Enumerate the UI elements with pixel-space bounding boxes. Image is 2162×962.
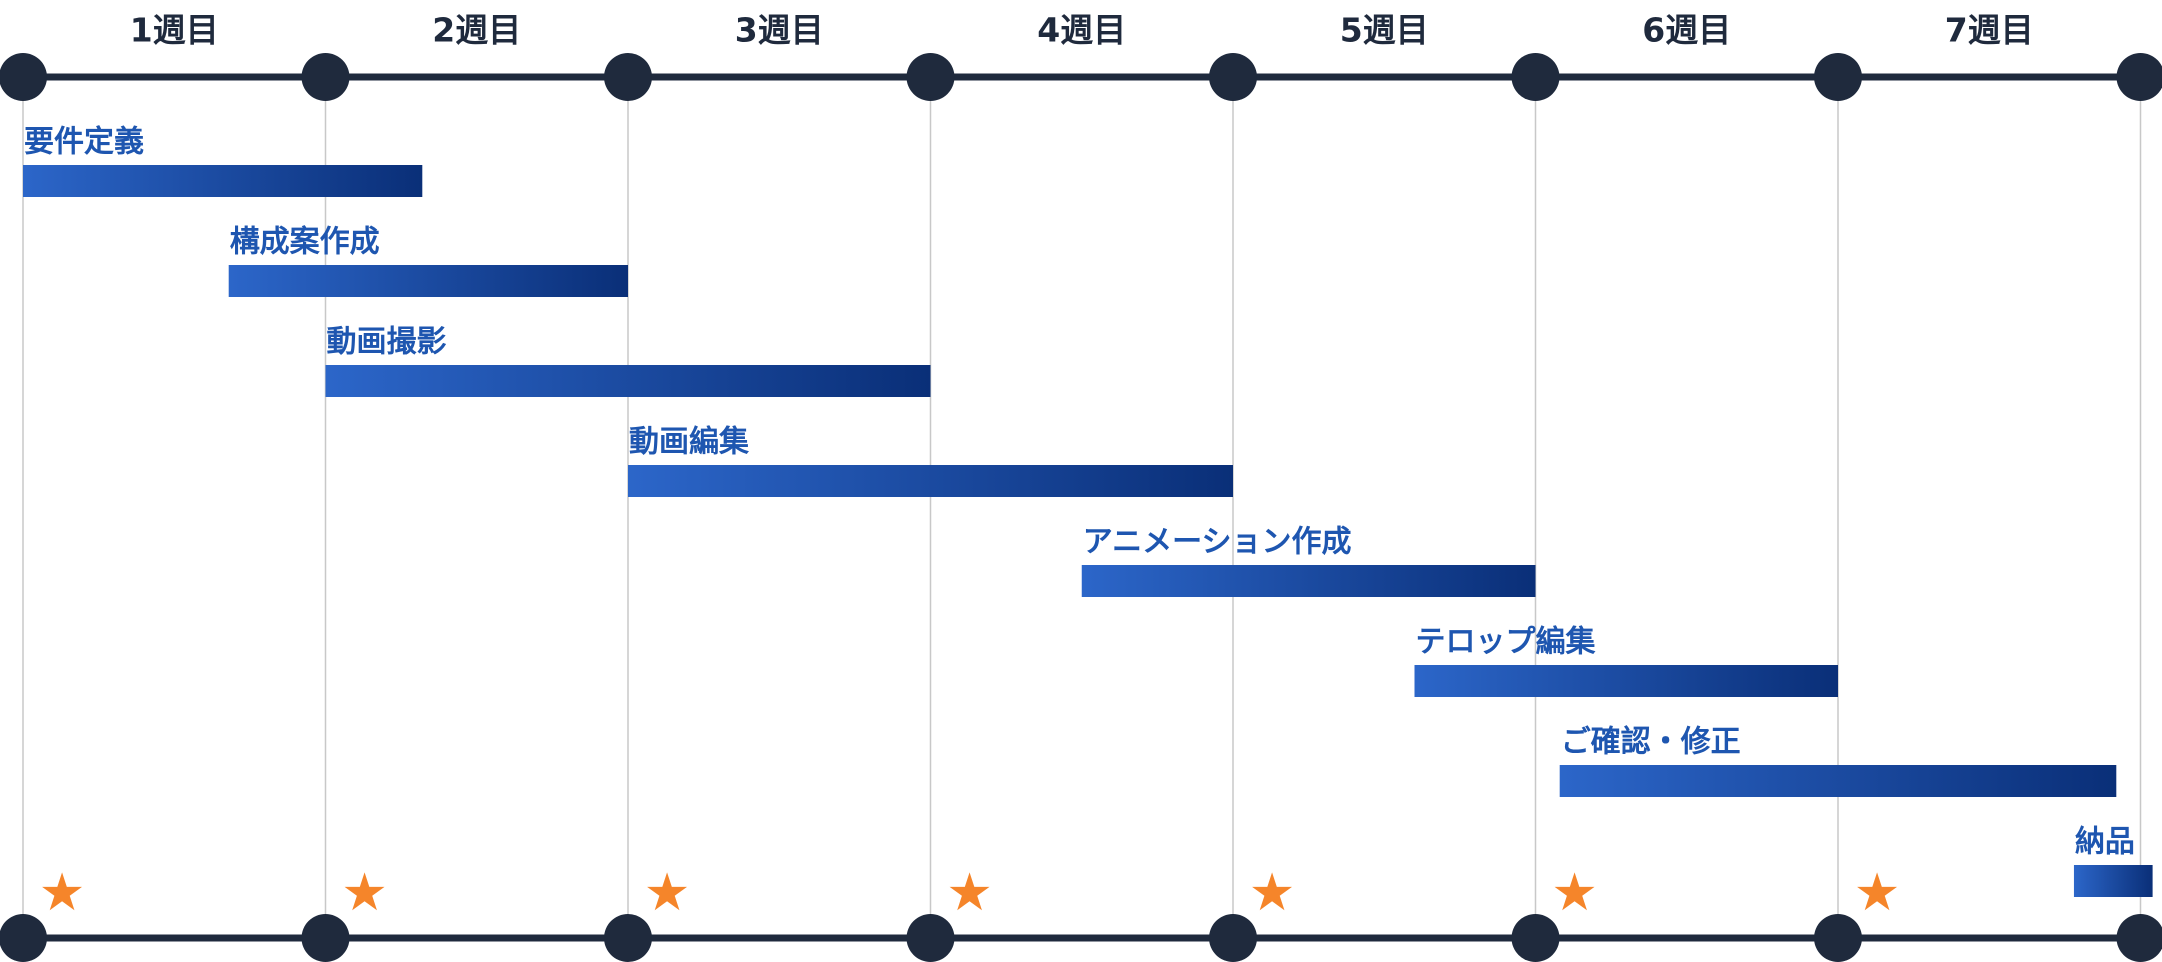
- bottom-timeline-node: [1814, 914, 1862, 962]
- week-label: 6週目: [1642, 11, 1731, 50]
- bottom-timeline-node: [1209, 914, 1257, 962]
- task-bar: [23, 165, 423, 197]
- week-gridlines: [22, 77, 2142, 938]
- task-bar: [1559, 765, 2117, 797]
- top-timeline-node: [1209, 53, 1257, 101]
- milestone-row: ★ ★ ★ ★ ★ ★ ★: [39, 863, 1901, 923]
- week-label: 5週目: [1340, 11, 1429, 50]
- week-label: 4週目: [1037, 11, 1126, 50]
- task-bar: [2073, 865, 2153, 897]
- top-timeline-node: [2116, 53, 2162, 101]
- week-label: 1週目: [130, 11, 219, 50]
- task-label: テロップ編集: [1416, 625, 1597, 660]
- task-bar: [325, 365, 931, 397]
- star-icon: ★: [946, 863, 993, 923]
- timeline-axes: [0, 53, 2162, 962]
- bottom-timeline-node: [0, 914, 47, 962]
- top-timeline-node: [906, 53, 955, 101]
- star-icon: ★: [1249, 863, 1296, 923]
- task-label: アニメーション作成: [1083, 525, 1352, 560]
- bottom-timeline-node: [906, 914, 955, 962]
- week-label: 7週目: [1945, 11, 2034, 50]
- star-icon: ★: [341, 863, 388, 923]
- bottom-timeline-node: [2116, 914, 2162, 962]
- bottom-timeline-node: [604, 914, 652, 962]
- top-timeline-node: [1814, 53, 1862, 101]
- task-bar: [628, 465, 1233, 497]
- week-label: 3週目: [735, 11, 824, 50]
- week-label: 2週目: [432, 11, 521, 50]
- star-icon: ★: [644, 863, 691, 923]
- task-bar: [1414, 665, 1838, 697]
- star-icon: ★: [39, 863, 86, 923]
- star-icon: ★: [1854, 863, 1901, 923]
- task-label: 納品: [2075, 825, 2135, 860]
- top-timeline-node: [301, 53, 350, 101]
- task-bar: [1081, 565, 1536, 597]
- task-label: 動画撮影: [327, 325, 447, 360]
- star-icon: ★: [1551, 863, 1598, 923]
- task-label: ご確認・修正: [1561, 725, 1741, 760]
- top-timeline-node: [604, 53, 652, 101]
- week-header: 1週目 2週目 3週目 4週目 5週目 6週目 7週目: [130, 11, 2034, 50]
- task-bar: [228, 265, 628, 297]
- top-timeline-node: [1511, 53, 1560, 101]
- bottom-timeline-node: [1511, 914, 1560, 962]
- task-label: 構成案作成: [230, 225, 380, 260]
- task-label: 要件定義: [24, 125, 144, 160]
- top-timeline-node: [0, 53, 47, 101]
- task-label: 動画編集: [629, 425, 750, 460]
- bottom-timeline-node: [301, 914, 350, 962]
